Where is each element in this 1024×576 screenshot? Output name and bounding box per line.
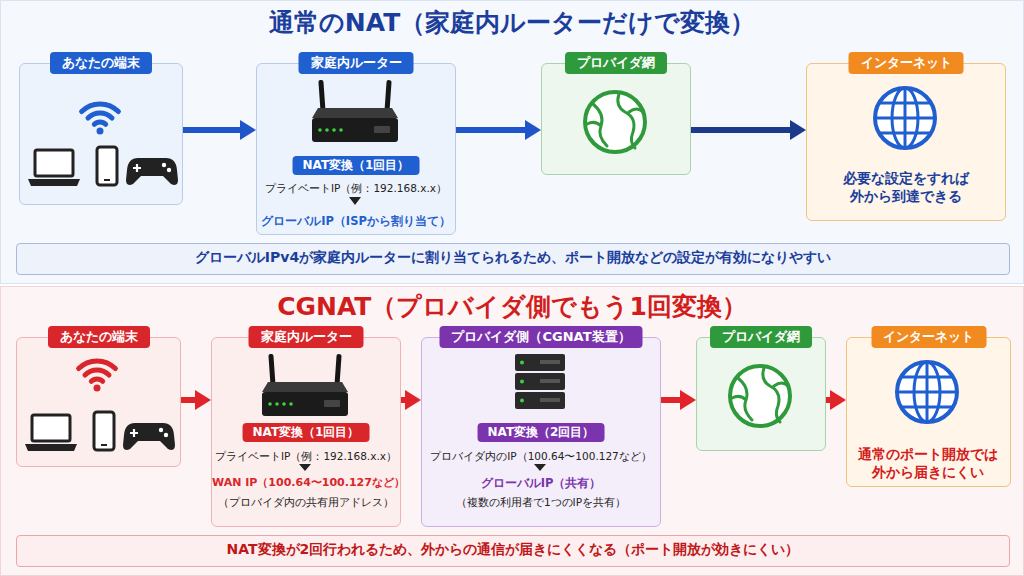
arrow-head	[240, 120, 256, 140]
panel: 通常のNAT（家庭内ルーターだけで変換） あなたの端末 家庭内ルーター NAT変換（1…	[0, 0, 1024, 284]
node-text: グローバルIP（共有）	[422, 476, 660, 490]
server-unit	[515, 354, 565, 371]
arrow-shaft	[181, 397, 197, 403]
panel: CGNAT（プロバイダ側でもう1回変換） あなたの端末 家庭内ルーター NAT変換（1…	[0, 286, 1024, 576]
node-heading: インターネット	[871, 326, 986, 348]
router-icon	[312, 80, 398, 142]
node-heading: プロバイダ側（CGNAT装置）	[439, 326, 642, 348]
internet-globe	[875, 88, 935, 148]
node-heading: CGNAT（プロバイダ側でもう1回変換）	[1, 291, 1023, 322]
node-text: プロバイダ内のIP（100.64〜100.127など）	[422, 450, 660, 463]
flow-arrow	[661, 390, 696, 410]
flow-arrow	[456, 120, 541, 140]
network-box: プロバイダ網	[541, 63, 691, 175]
arrow-head	[830, 390, 846, 410]
wifi-arc	[88, 113, 112, 118]
node-heading: 家庭内ルーター	[249, 326, 364, 348]
node-text: （プロバイダ内の共有用アドレス）	[212, 496, 400, 509]
node-text: プライベートIP（例：192.168.x.x）	[212, 450, 400, 463]
wifi-arc	[82, 104, 119, 112]
device-icons	[28, 147, 178, 186]
arrow-shaft	[691, 127, 792, 133]
node-heading: あなたの端末	[50, 52, 152, 74]
server-unit	[515, 373, 565, 390]
device-icons	[25, 412, 175, 451]
flow-arrow	[691, 120, 806, 140]
node-text: 必要な設定をすれば 外から到達できる	[838, 170, 974, 205]
node-heading: 通常のNAT（家庭内ルーターだけで変換）	[1, 7, 1023, 38]
server-led	[520, 380, 524, 384]
server-slot	[540, 360, 560, 364]
wifi-arc	[91, 379, 102, 381]
wifi-icon	[79, 361, 116, 392]
network-box: プロバイダ網	[696, 337, 826, 451]
wifi-dot	[97, 128, 104, 135]
flow-arrow	[401, 390, 421, 410]
node-heading: グローバルIPv4が家庭内ルーターに割り当てられるため、ポート開放などの設定が有…	[17, 249, 1009, 267]
node-heading: NAT変換が2回行われるため、外からの通信が届きにくくなる（ポート開放が効きにく…	[17, 541, 1009, 559]
node-text: （複数の利用者で1つのIPを共有）	[422, 496, 660, 509]
arrow-head	[525, 120, 541, 140]
arrow-head	[790, 120, 806, 140]
node-text: NAT変換（1回目）	[243, 423, 370, 442]
node-text: NAT変換（1回目）	[293, 156, 420, 175]
note-band: グローバルIPv4が家庭内ルーターに割り当てられるため、ポート開放などの設定が有…	[16, 243, 1010, 275]
node-text: 通常のポート開放では 外から届きにくい	[854, 446, 1002, 481]
node-heading: インターネット	[849, 52, 964, 74]
arrow-shaft	[456, 127, 527, 133]
internet-box: インターネット必要な設定をすれば 外から到達できる	[806, 63, 1006, 221]
node-text: NAT変換（2回目）	[478, 423, 605, 442]
router-icon	[262, 354, 348, 416]
internet-globe	[897, 362, 957, 422]
server-slot	[540, 379, 560, 383]
wifi-dot	[94, 385, 101, 392]
server-icon	[515, 354, 565, 409]
arrow-head	[195, 390, 211, 410]
node-heading: プロバイダ網	[710, 326, 812, 348]
node-text: グローバルIP（ISPから割り当て）	[257, 214, 455, 228]
wifi-arc	[94, 122, 105, 124]
device-box: あなたの端末	[16, 337, 181, 467]
wifi-arc	[79, 361, 116, 369]
down-triangle	[349, 197, 361, 205]
flow-arrow	[181, 390, 211, 410]
arrow-shaft	[401, 397, 407, 403]
server-slot	[540, 398, 560, 402]
arrow-shaft	[183, 127, 242, 133]
node-text: プライベートIP（例：192.168.x.x）	[257, 182, 455, 195]
arrow-head	[680, 390, 696, 410]
node-heading: プロバイダ網	[565, 52, 667, 74]
arrow-head	[405, 390, 421, 410]
wifi-arc	[85, 370, 109, 375]
note-band: NAT変換が2回行われるため、外からの通信が届きにくくなる（ポート開放が効きにく…	[16, 535, 1010, 567]
node-heading: 家庭内ルーター	[299, 52, 414, 74]
cgnat-box: プロバイダ側（CGNAT装置）NAT変換（2回目）プロバイダ内のIP（100.6…	[421, 337, 661, 527]
node-text: WAN IP（100.64〜100.127など）	[212, 476, 400, 490]
flow-arrow	[826, 390, 846, 410]
router-box: 家庭内ルーターNAT変換（1回目）プライベートIP（例：192.168.x.x）…	[256, 63, 456, 235]
server-led	[520, 399, 524, 403]
server-unit	[515, 392, 565, 409]
device-box: あなたの端末	[19, 63, 183, 205]
internet-box: インターネット通常のポート開放では 外から届きにくい	[846, 337, 1011, 487]
arrow-shaft	[661, 397, 682, 403]
arrow-shaft	[826, 397, 832, 403]
server-led	[520, 361, 524, 365]
wifi-icon	[82, 104, 119, 124]
down-triangle	[534, 464, 546, 471]
down-triangle	[299, 464, 311, 471]
wifi-arcs	[79, 361, 116, 381]
router-box: 家庭内ルーターNAT変換（1回目）プライベートIP（例：192.168.x.x）…	[211, 337, 401, 527]
network-globe	[585, 92, 645, 152]
flow-arrow	[183, 120, 256, 140]
node-heading: あなたの端末	[48, 326, 150, 348]
network-globe	[730, 366, 790, 426]
